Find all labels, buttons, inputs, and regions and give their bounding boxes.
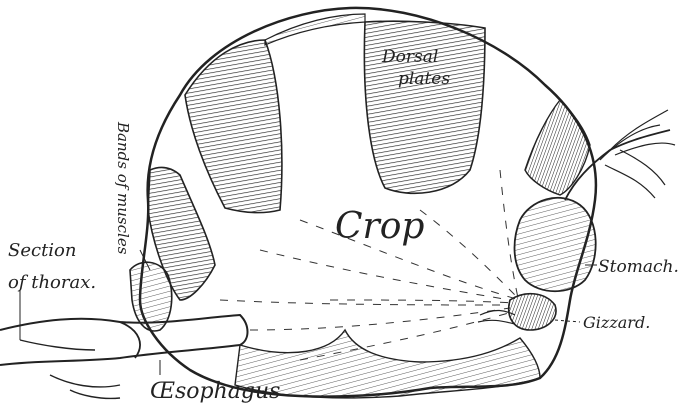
stomach-bulb: [515, 198, 596, 291]
gizzard-body: [509, 294, 556, 330]
tracheae-tuft: [600, 110, 675, 198]
muscle-thumb: [130, 262, 172, 331]
label-stomach: Stomach.: [598, 257, 679, 277]
label-oesophagus: Œsophagus: [150, 379, 280, 404]
label-gizzard: Gizzard.: [583, 313, 650, 332]
oesophagus-inner: [120, 322, 140, 358]
label-dorsal-plates-1: Dorsal: [381, 47, 438, 67]
label-section-1: Section: [8, 240, 76, 261]
label-crop: Crop: [335, 206, 424, 247]
label-section-2: of thorax.: [8, 272, 96, 293]
label-dorsal-plates-2: plates: [398, 69, 450, 89]
label-bands-of-muscles: Bands of muscles: [114, 121, 132, 255]
thorax-section: [20, 340, 120, 398]
